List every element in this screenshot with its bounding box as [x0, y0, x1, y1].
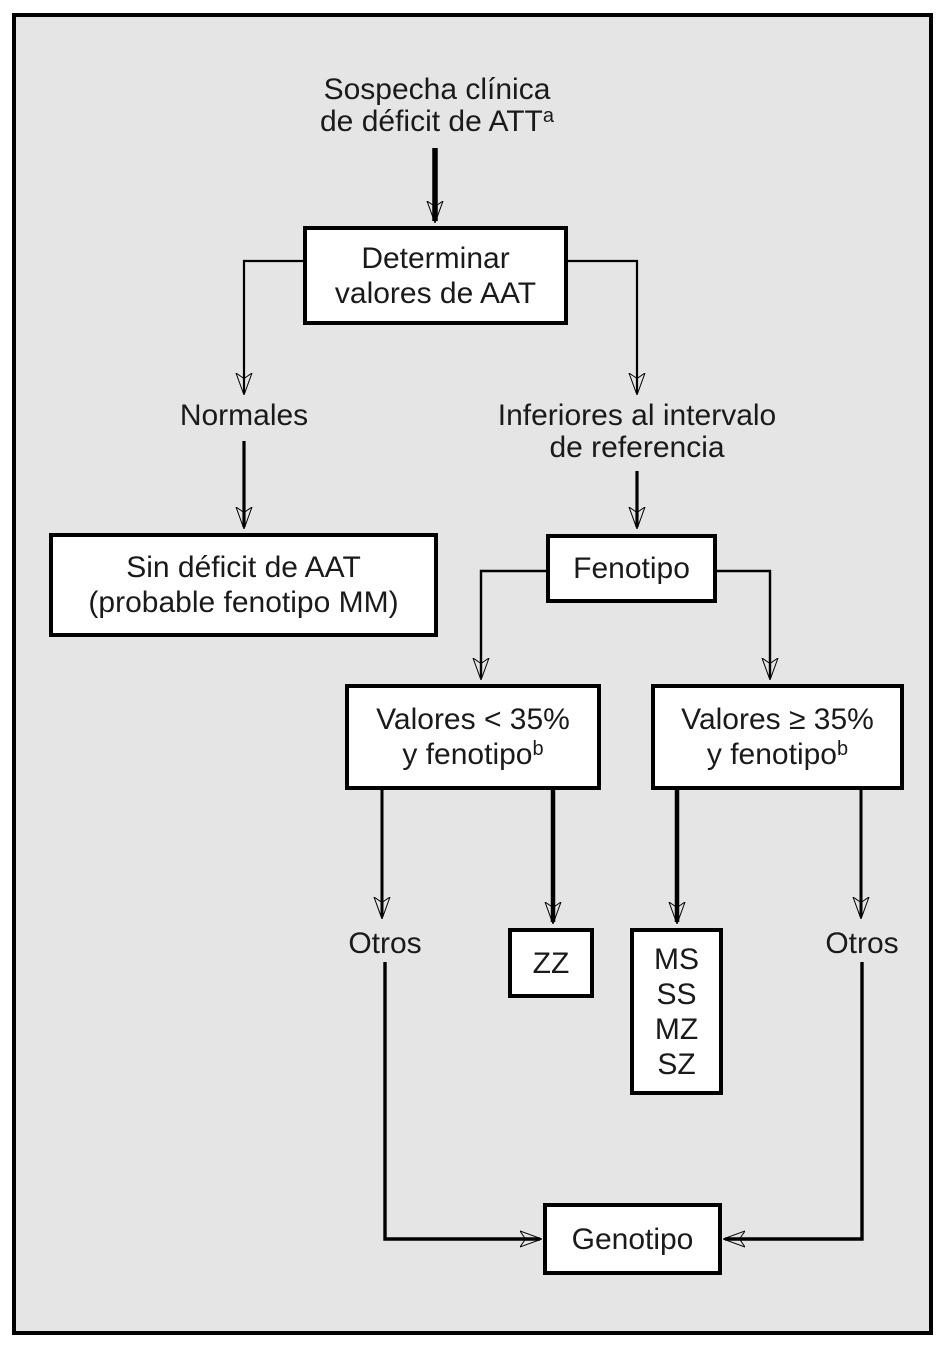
box-values-above-line1: Valores ≥ 35%	[681, 703, 874, 736]
box-phenotype: Fenotipo	[546, 534, 717, 603]
phenotype-list-line2: SS	[656, 977, 697, 1011]
phenotype-list-line3: MZ	[654, 1012, 699, 1046]
footnote-a: a	[542, 105, 555, 127]
diagram-frame	[12, 13, 933, 1335]
box-determine-line2: valores de AAT	[334, 276, 537, 310]
phenotype-list-line4: SZ	[657, 1047, 696, 1081]
inferiores-label: Inferiores al intervalo de referencia	[498, 400, 776, 464]
box-phenotype-label: Fenotipo	[573, 552, 690, 585]
normales-label: Normales	[179, 399, 309, 432]
otros-right-label: Otros	[825, 927, 899, 960]
box-values-below-35: Valores < 35% y fenotipob	[345, 684, 601, 790]
box-no-deficit-line2: (probable fenotipo MM)	[88, 586, 399, 619]
footnote-b-left: b	[532, 738, 544, 760]
box-values-below-line1: Valores < 35%	[376, 703, 570, 736]
box-determine-line1: Determinar	[361, 241, 510, 275]
start-label-line1: Sospecha clínica	[323, 73, 551, 106]
box-no-deficit: Sin déficit de AAT (probable fenotipo MM…	[49, 533, 438, 637]
box-genotype: Genotipo	[543, 1203, 722, 1275]
footnote-b-right: b	[836, 738, 849, 760]
box-zz: ZZ	[508, 928, 594, 998]
box-values-above-line2: y fenotipob	[706, 738, 849, 771]
phenotype-list-line1: MS	[654, 942, 699, 976]
box-genotype-label: Genotipo	[571, 1222, 694, 1256]
otros-left-label: Otros	[348, 927, 422, 960]
inferiores-label-line1: Inferiores al intervalo	[497, 399, 777, 432]
box-values-above-35: Valores ≥ 35% y fenotipob	[651, 684, 904, 790]
start-label-line2: de déficit de ATTa	[319, 105, 555, 138]
box-no-deficit-line1: Sin déficit de AAT	[126, 551, 361, 584]
inferiores-label-line2: de referencia	[549, 431, 725, 464]
box-determine-aat: Determinar valores de AAT	[303, 226, 568, 325]
start-label: Sospecha clínica de déficit de ATTa	[320, 74, 554, 138]
box-values-below-line2: y fenotipob	[402, 738, 544, 771]
box-zz-label: ZZ	[532, 946, 570, 980]
box-phenotype-list: MS SS MZ SZ	[630, 928, 723, 1095]
